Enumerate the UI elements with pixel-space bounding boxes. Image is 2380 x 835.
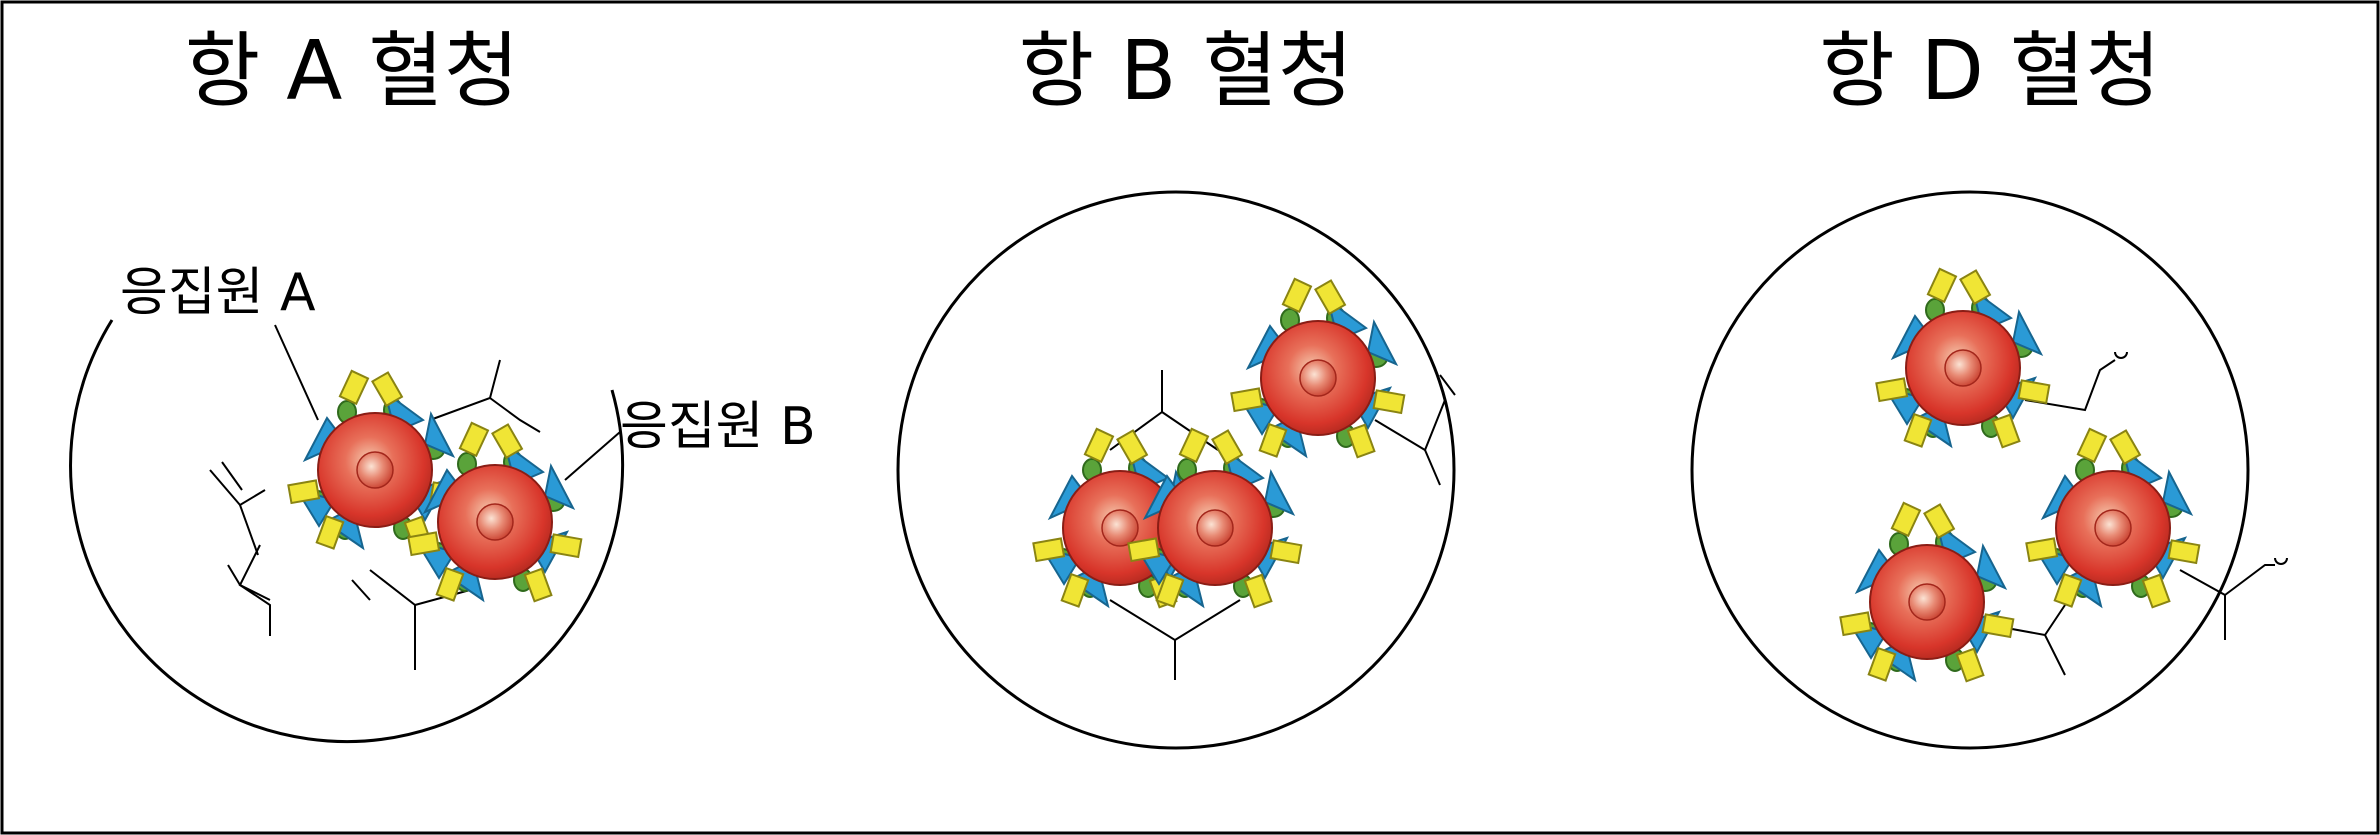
panel-anti-a bbox=[69, 319, 624, 743]
red-blood-cell bbox=[1875, 267, 2051, 449]
panel-title-anti-a: 항 A 혈청 bbox=[184, 24, 520, 119]
test-well-a bbox=[69, 319, 624, 743]
panel-anti-d bbox=[1690, 190, 2288, 750]
pointer-antigen-b bbox=[564, 431, 621, 481]
red-blood-cell bbox=[1839, 501, 2015, 683]
label-agglutinogen-b: 응집원 B bbox=[620, 397, 816, 457]
antibodies-a bbox=[209, 359, 541, 670]
label-agglutinogen-a: 응집원 A bbox=[120, 263, 316, 323]
panel-title-anti-d: 항 D 혈청 bbox=[1819, 24, 2161, 119]
test-well-d bbox=[1690, 190, 2250, 750]
pointer-antigen-a bbox=[274, 324, 319, 421]
test-well-b bbox=[896, 190, 1456, 750]
red-blood-cell bbox=[1230, 277, 1406, 459]
panel-anti-b bbox=[896, 190, 1456, 750]
panel-title-anti-b: 항 B 혈청 bbox=[1018, 24, 1354, 119]
red-blood-cell bbox=[2025, 427, 2201, 609]
red-blood-cell bbox=[287, 369, 463, 551]
